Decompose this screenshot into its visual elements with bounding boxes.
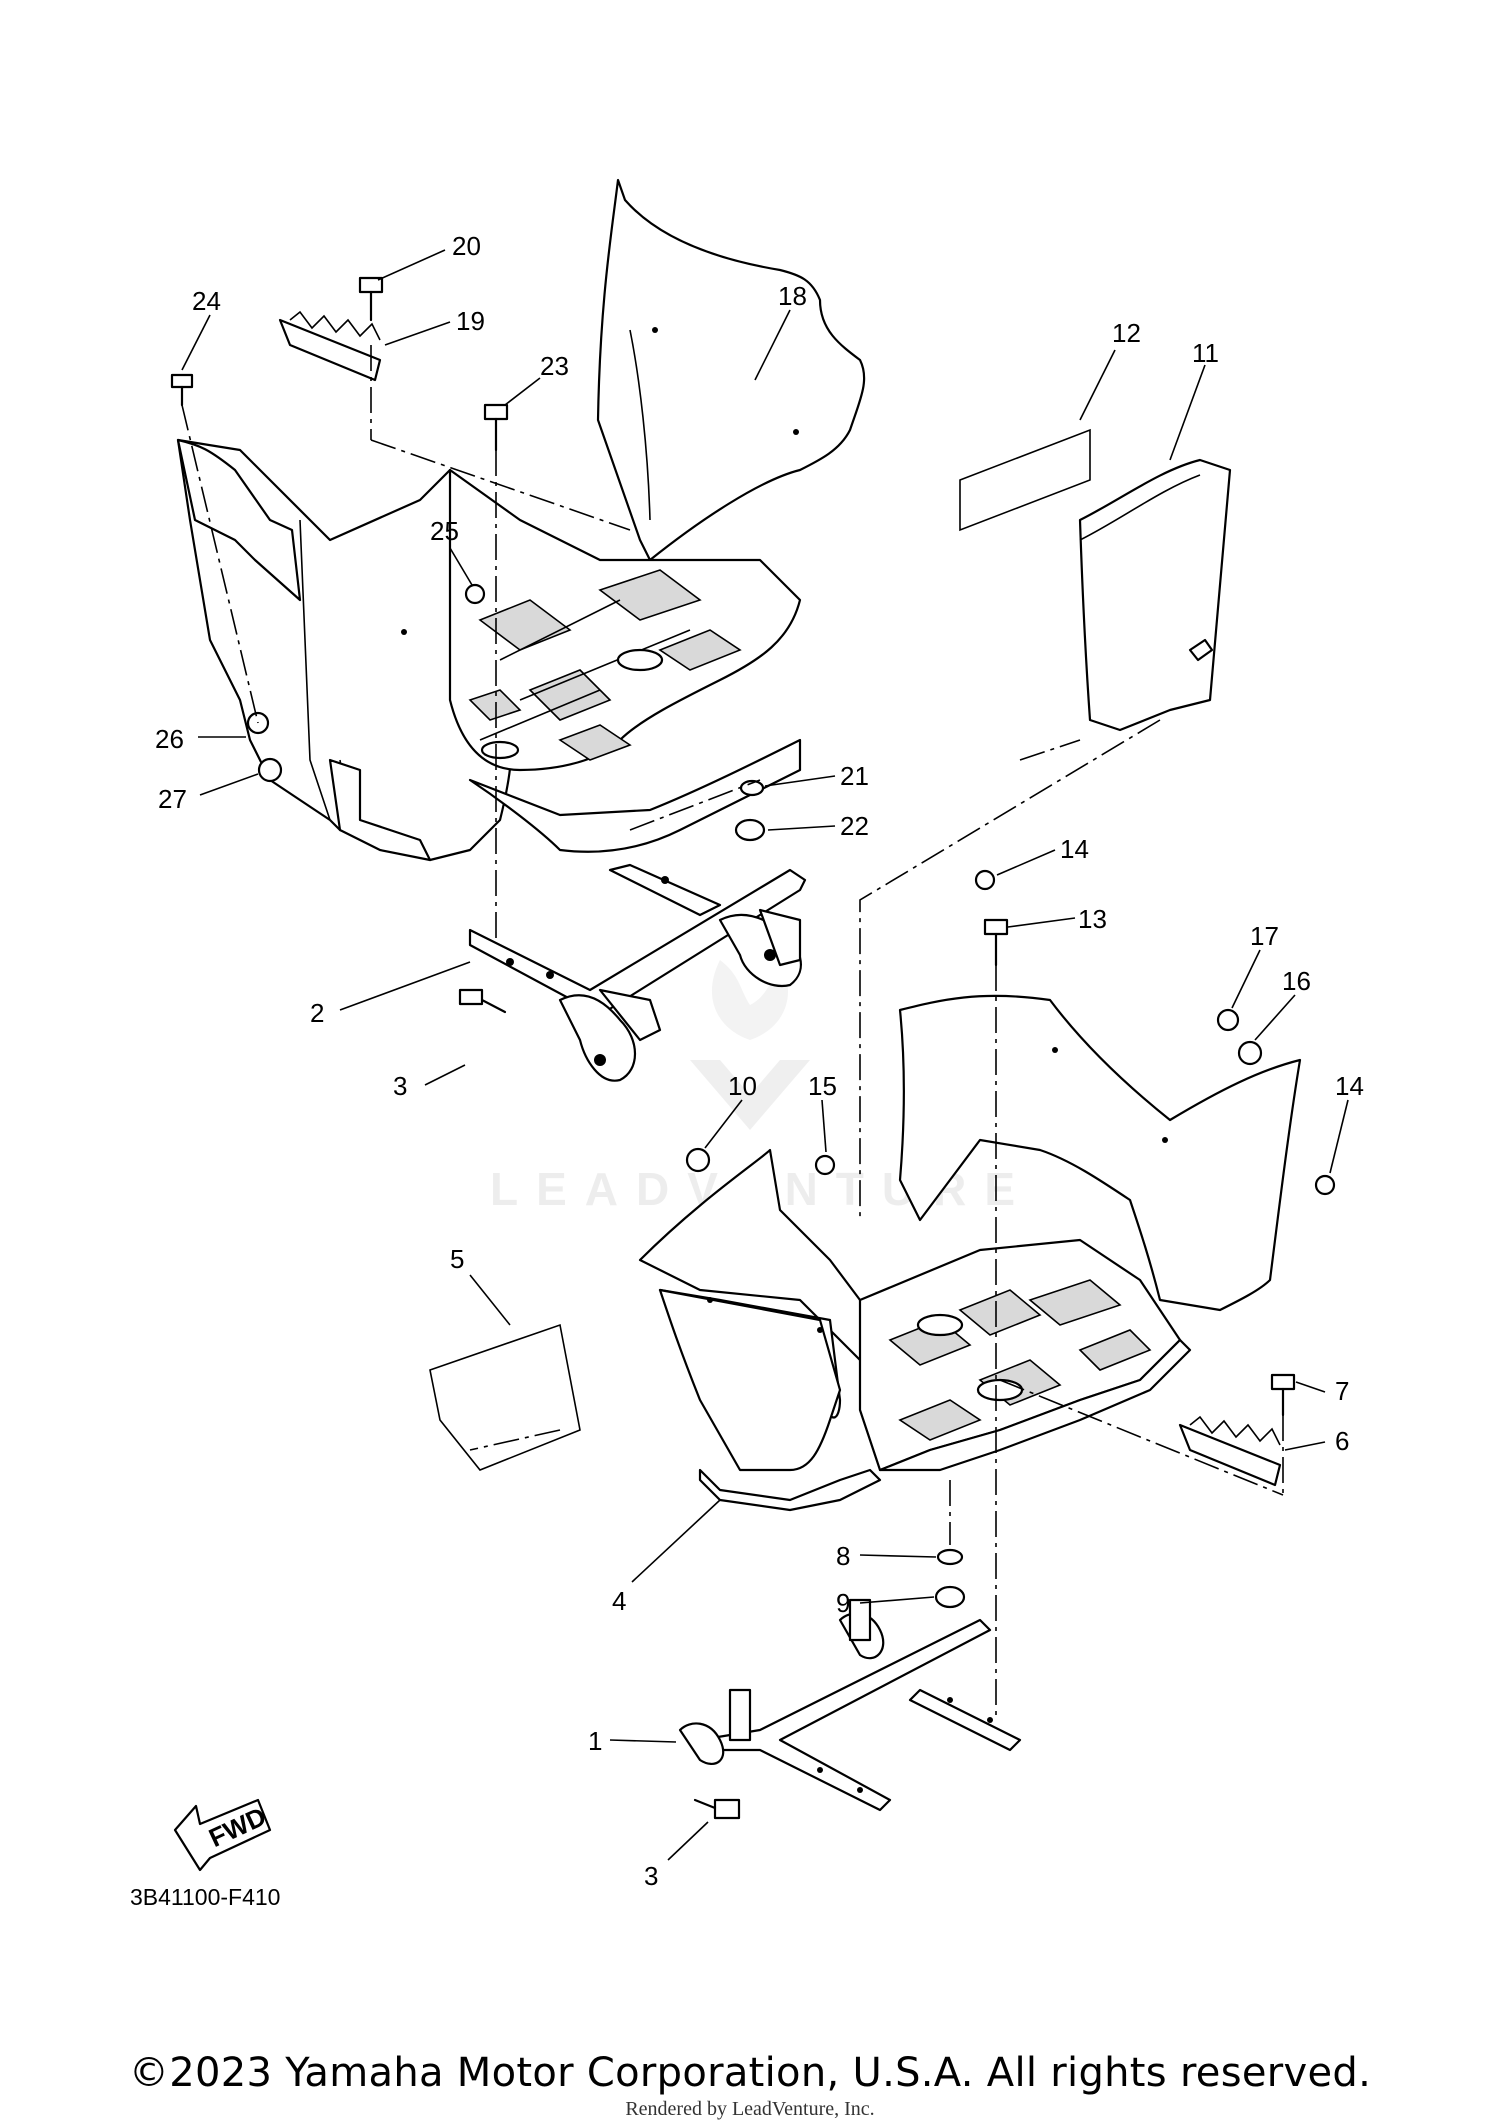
callout-7: 7: [1335, 1376, 1349, 1406]
left-side-flap: [176, 438, 302, 602]
bolt-3-upper: [458, 988, 507, 1014]
left-footrest-assembly: [176, 178, 866, 862]
callout-25: 25: [430, 516, 459, 546]
rendered-by-credit: Rendered by LeadVenture, Inc.: [625, 2098, 875, 2120]
bolt-13: [983, 918, 1009, 967]
copyright-notice: ©2023 Yamaha Motor Corporation, U.S.A. A…: [128, 2050, 1372, 2096]
right-footrest-assembly: [638, 994, 1302, 1512]
bolt-3-lower: [693, 1798, 741, 1820]
callout-9: 9: [836, 1588, 850, 1618]
label-sheet-5: [429, 1323, 581, 1471]
callout-18: 18: [778, 281, 807, 311]
washer-8: [936, 1548, 964, 1566]
callout-21: 21: [840, 761, 869, 791]
callout-14a: 14: [1060, 834, 1089, 864]
callout-14b: 14: [1335, 1071, 1364, 1101]
nut-9: [934, 1585, 966, 1609]
screw-14b: [1314, 1174, 1336, 1196]
callout-19: 19: [456, 306, 485, 336]
grommet-10: [685, 1147, 711, 1173]
callout-5: 5: [450, 1244, 464, 1274]
diagram-id-code: 3B41100-F410: [130, 1884, 280, 1910]
callout-4: 4: [612, 1586, 626, 1616]
label-sheet-12: [959, 428, 1091, 532]
nut-27: [257, 757, 283, 783]
callout-15: 15: [808, 1071, 837, 1101]
washer-16: [1237, 1040, 1263, 1066]
callout-1: 1: [588, 1726, 602, 1756]
bolt-24: [170, 373, 194, 407]
callout-11: 11: [1192, 338, 1219, 368]
assembly-lines: [181, 345, 1284, 1720]
grommet-17: [1216, 1008, 1240, 1032]
lower-bracket: [678, 1598, 1022, 1812]
callout-20: 20: [452, 231, 481, 261]
screw-14a: [974, 869, 996, 891]
bolt-7: [1270, 1373, 1296, 1417]
callout-10: 10: [728, 1071, 757, 1101]
callout-27: 27: [158, 784, 187, 814]
screw-15: [814, 1154, 836, 1176]
callouts: 20 19 24 23 18 12 11 25 26 27 21 22 14 1…: [155, 231, 1364, 1891]
callout-3a: 3: [393, 1071, 407, 1101]
callout-23: 23: [540, 351, 569, 381]
callout-22: 22: [840, 811, 869, 841]
upper-bracket: [468, 863, 807, 1082]
bolt-20: [358, 276, 384, 322]
footpeg-6: [1178, 1423, 1282, 1487]
fwd-arrow: FWD: [173, 1798, 272, 1872]
side-panel-11: [1078, 458, 1232, 732]
callout-6: 6: [1335, 1426, 1349, 1456]
callout-17: 17: [1250, 921, 1279, 951]
bolt-23: [483, 403, 509, 452]
callout-24: 24: [192, 286, 221, 316]
nut-22: [734, 818, 766, 842]
callout-16: 16: [1282, 966, 1311, 996]
callout-3b: 3: [644, 1861, 658, 1891]
callout-26: 26: [155, 724, 184, 754]
bolt-25: [464, 583, 486, 605]
callout-8: 8: [836, 1541, 850, 1571]
callout-13: 13: [1078, 904, 1107, 934]
callout-2: 2: [310, 998, 324, 1028]
callout-12: 12: [1112, 318, 1141, 348]
footpeg-19: [278, 318, 382, 382]
